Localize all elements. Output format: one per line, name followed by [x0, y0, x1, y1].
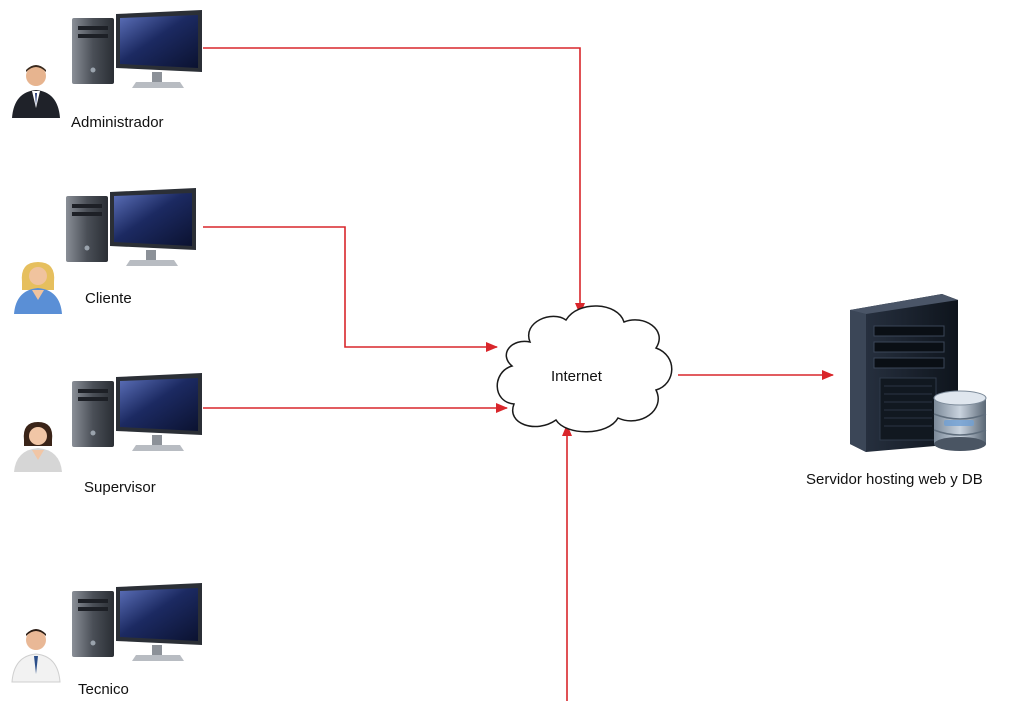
edge-cliente-internet	[203, 226, 498, 352]
edge-admin-internet	[203, 47, 585, 315]
desktop-computer-icon	[72, 10, 202, 88]
desktop-computer-icon	[66, 188, 196, 266]
node-server: Servidor hosting web y DB	[806, 294, 987, 488]
edge-tecnico-to-internet	[562, 424, 572, 701]
node-internet: Internet	[496, 305, 673, 433]
technician-icon	[11, 629, 61, 683]
connectors	[203, 47, 834, 701]
node-tecnico: Tecnico	[11, 583, 202, 698]
node-label-server: Servidor hosting web y DB	[806, 471, 983, 488]
node-label-supervisor: Supervisor	[84, 479, 156, 496]
node-label-admin: Administrador	[71, 114, 164, 131]
node-label-cliente: Cliente	[85, 290, 132, 307]
blonde-woman-icon	[14, 262, 62, 314]
server-tower-icon	[850, 294, 958, 452]
desktop-computer-icon	[72, 373, 202, 451]
node-label-tecnico: Tecnico	[78, 681, 129, 698]
node-label-internet: Internet	[551, 368, 603, 385]
node-admin: Administrador	[12, 10, 202, 131]
cloud-icon	[496, 305, 673, 433]
database-icon	[933, 390, 987, 451]
businessman-icon	[12, 65, 60, 118]
desktop-computer-icon	[72, 583, 202, 661]
node-supervisor: Supervisor	[14, 373, 202, 496]
woman-icon	[14, 422, 62, 472]
node-cliente: Cliente	[14, 188, 196, 314]
